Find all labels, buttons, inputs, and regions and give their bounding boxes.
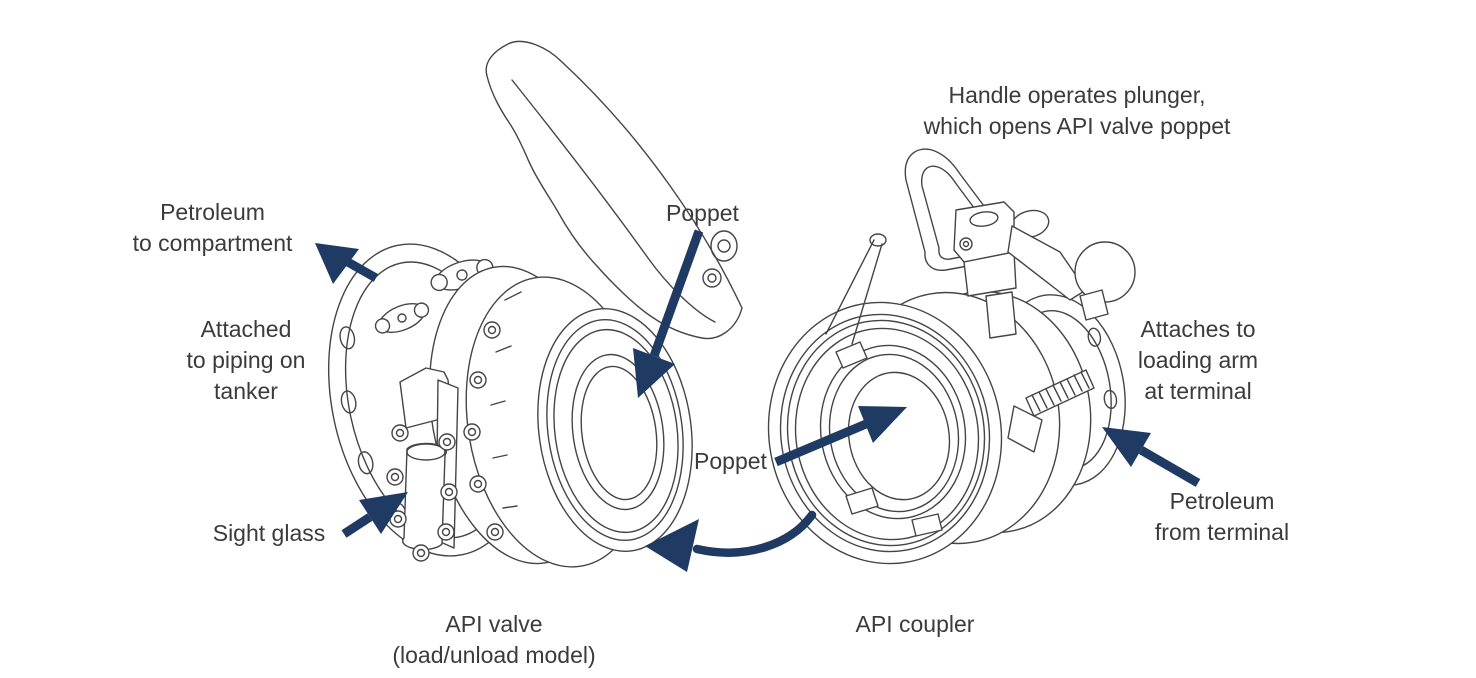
label-line: (load/unload model)	[392, 642, 596, 668]
coupler-latch	[845, 487, 879, 515]
label-line: which opens API valve poppet	[923, 113, 1231, 139]
label-line: at terminal	[1144, 378, 1252, 404]
label-petroleum-from-terminal: Petroleum from terminal	[1143, 486, 1301, 548]
label-line: Attaches to	[1140, 316, 1256, 342]
arrow-poppet-coupler	[774, 406, 907, 467]
arrow-petroleum-from-terminal	[1102, 427, 1201, 487]
api-coupler-drawing	[767, 148, 1136, 565]
label-line: loading arm	[1137, 347, 1259, 373]
valve-handle	[485, 40, 743, 340]
label-poppet-valve: Poppet	[655, 198, 750, 229]
label-line: from terminal	[1154, 519, 1290, 545]
valve-wing-nut-left	[374, 302, 430, 334]
caption-api-valve: API valve (load/unload model)	[374, 609, 614, 671]
coupler-front-ring	[767, 301, 1003, 565]
label-line: Poppet	[666, 200, 739, 226]
label-line: API coupler	[855, 611, 975, 637]
valve-handle-pivot-nut	[702, 268, 722, 288]
valve-sight-glass	[386, 367, 459, 562]
arrow-sight-glass	[341, 492, 408, 538]
label-line: tanker	[214, 378, 278, 404]
label-handle-note: Handle operates plunger, which opens API…	[897, 80, 1257, 142]
label-poppet-coupler: Poppet	[683, 446, 778, 477]
coupler-handle-assembly	[825, 148, 1136, 345]
caption-api-coupler: API coupler	[845, 609, 985, 640]
label-sight-glass: Sight glass	[203, 518, 335, 549]
arrow-coupler-to-valve-motion	[645, 510, 817, 572]
label-line: to compartment	[132, 230, 293, 256]
coupler-ball-knob	[1074, 241, 1136, 303]
label-line: to piping on	[186, 347, 306, 373]
coupler-pivot-block	[953, 201, 1015, 263]
coupler-latch	[835, 341, 868, 369]
label-line: API valve	[445, 611, 543, 637]
arrow-poppet-valve	[633, 229, 704, 398]
coupler-poppet-opening	[819, 344, 967, 520]
arrow-petroleum-to-compartment	[315, 243, 379, 284]
coupler-adjustment-screw	[1007, 369, 1095, 453]
label-attached-to-piping: Attached to piping on tanker	[156, 314, 336, 407]
coupler-lever-arm	[1007, 225, 1087, 301]
label-line: Attached	[200, 316, 292, 342]
annotation-arrows	[315, 229, 1201, 572]
label-line: Poppet	[694, 448, 767, 474]
label-line: Handle operates plunger,	[948, 82, 1206, 108]
coupler-latch	[911, 513, 943, 537]
label-attaches-to-loading-arm: Attaches to loading arm at terminal	[1122, 314, 1274, 407]
label-line: Sight glass	[212, 520, 326, 546]
label-line: Petroleum	[160, 199, 265, 225]
label-line: Petroleum	[1169, 488, 1275, 514]
label-petroleum-to-compartment: Petroleum to compartment	[110, 197, 315, 259]
